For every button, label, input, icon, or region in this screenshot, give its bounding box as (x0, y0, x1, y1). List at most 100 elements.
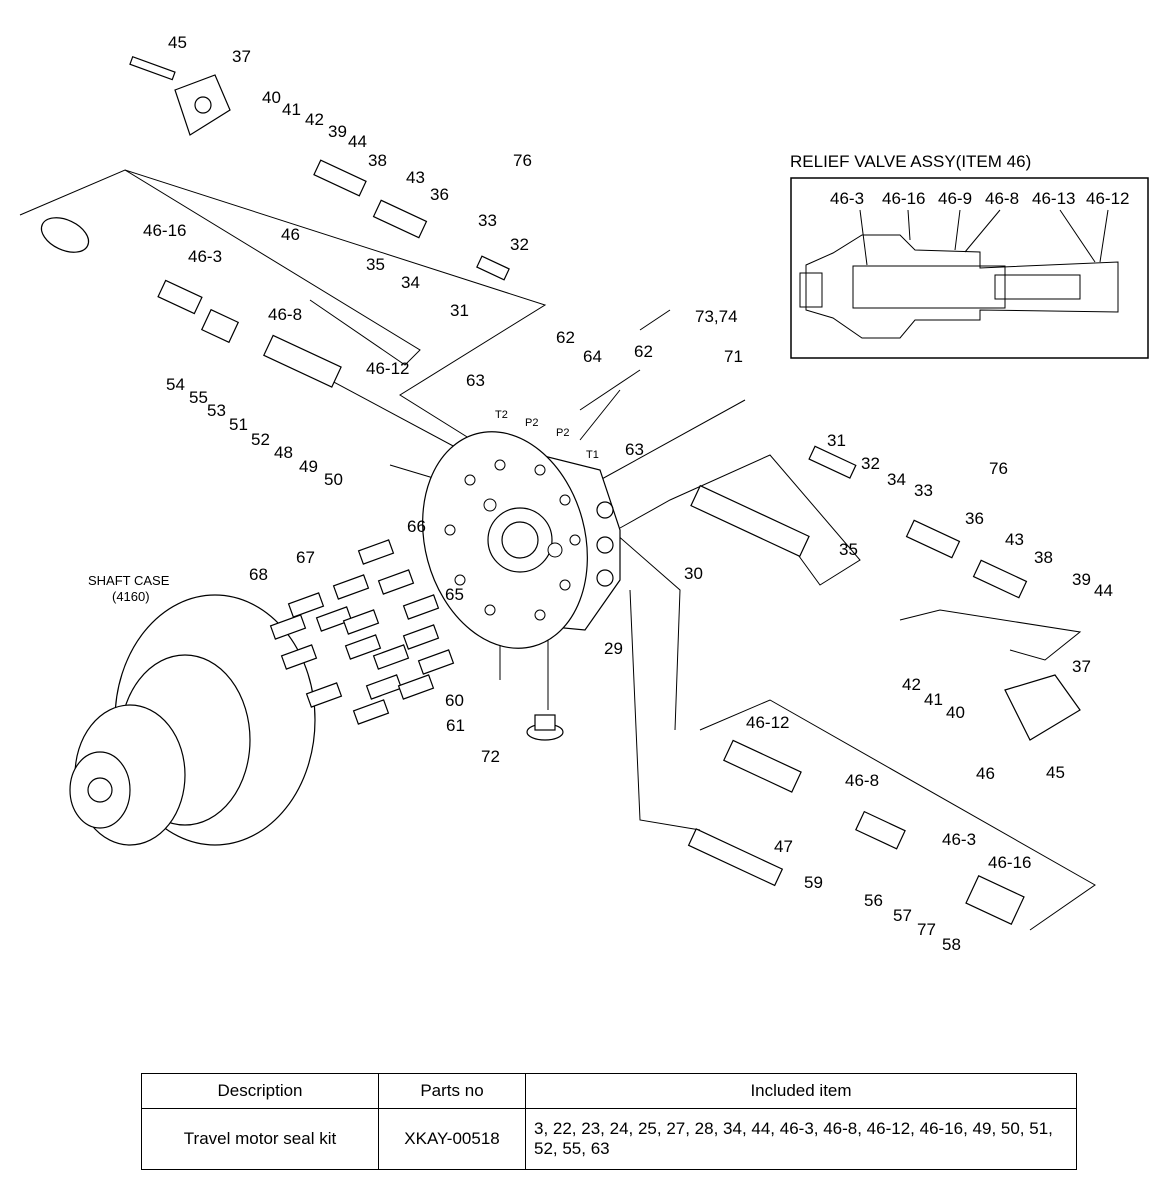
part-label: 40 (946, 703, 965, 722)
part-label: 46 (976, 764, 995, 783)
inset-title: RELIEF VALVE ASSY(ITEM 46) (790, 152, 1031, 171)
table-header-row: Description Parts no Included item (141, 1073, 1077, 1109)
part-label: 41 (924, 690, 943, 709)
part-label: 47 (774, 837, 793, 856)
part-label: 36 (965, 509, 984, 528)
inset-label: 46-16 (882, 189, 925, 208)
piston-springs (269, 539, 455, 725)
inset-label: 46-13 (1032, 189, 1075, 208)
part-label: 31 (450, 301, 469, 320)
part-label: 59 (804, 873, 823, 892)
inset-label: 46-3 (830, 189, 864, 208)
part-label: 43 (406, 168, 425, 187)
part-label: 32 (510, 235, 529, 254)
part-label: 62 (634, 342, 653, 361)
part-label: 50 (324, 470, 343, 489)
part-label: 49 (299, 457, 318, 476)
part-label: 71 (724, 347, 743, 366)
part-label: 46-8 (845, 771, 879, 790)
part-label: 45 (168, 33, 187, 52)
part-label: 67 (296, 548, 315, 567)
part-label: 39 (328, 122, 347, 141)
part-label: 35 (839, 540, 858, 559)
part-label: 76 (989, 459, 1008, 478)
part-label: 34 (887, 470, 906, 489)
part-label: 64 (583, 347, 602, 366)
part-label: 42 (305, 110, 324, 129)
part-label: 73,74 (695, 307, 738, 326)
part-label: 38 (1034, 548, 1053, 567)
part-label: 44 (1094, 581, 1113, 600)
part-label: 39 (1072, 570, 1091, 589)
part-label: 46 (281, 225, 300, 244)
leader-lines (19, 169, 1096, 931)
part-label: 33 (478, 211, 497, 230)
part-label: 36 (430, 185, 449, 204)
part-label: 61 (446, 716, 465, 735)
part-label: 77 (917, 920, 936, 939)
part-label: 72 (481, 747, 500, 766)
header-description: Description (141, 1073, 379, 1109)
part-label: 48 (274, 443, 293, 462)
cell-included-item: 3, 22, 23, 24, 25, 27, 28, 34, 44, 46-3,… (525, 1108, 1077, 1170)
part-label: 40 (262, 88, 281, 107)
part-label: 33 (914, 481, 933, 500)
part-label: 57 (893, 906, 912, 925)
shaft-case (69, 594, 316, 846)
part-label: 62 (556, 328, 575, 347)
seal-kit-table: Description Parts no Included item Trave… (141, 1073, 1077, 1170)
part-label: 45 (1046, 763, 1065, 782)
part-label: 34 (401, 273, 420, 292)
part-label: 58 (942, 935, 961, 954)
part-label: 54 (166, 375, 185, 394)
part-label: 76 (513, 151, 532, 170)
motor-valve-body (422, 431, 621, 649)
part-label: 46-12 (366, 359, 409, 378)
cell-description: Travel motor seal kit (141, 1108, 379, 1170)
part-labels: 45 37 40 41 42 39 44 38 43 36 33 32 35 3… (88, 33, 1113, 954)
part-label: 46-16 (988, 853, 1031, 872)
inset-label: 46-8 (985, 189, 1019, 208)
part-label: 32 (861, 454, 880, 473)
shaft-case-label: SHAFT CASE (88, 573, 170, 588)
port-label: T1 (586, 449, 599, 461)
part-label: 65 (445, 585, 464, 604)
part-label: 37 (232, 47, 251, 66)
part-label: 55 (189, 388, 208, 407)
part-label: 63 (625, 440, 644, 459)
cell-parts-no: XKAY-00518 (378, 1108, 526, 1170)
part-label: 44 (348, 132, 367, 151)
part-label: 63 (466, 371, 485, 390)
part-label: 30 (684, 564, 703, 583)
part-label: 38 (368, 151, 387, 170)
part-label: 56 (864, 891, 883, 910)
port-label: T2 (495, 409, 508, 421)
part-label: 68 (249, 565, 268, 584)
part-label: 46-3 (942, 830, 976, 849)
component-parts (40, 55, 1081, 925)
inset-label: 46-12 (1086, 189, 1129, 208)
relief-valve-inset: RELIEF VALVE ASSY(ITEM 46) 46-3 46-16 46… (790, 152, 1149, 359)
part-label: 37 (1072, 657, 1091, 676)
part-label: 60 (445, 691, 464, 710)
part-label: 42 (902, 675, 921, 694)
port-label: P2 (525, 417, 538, 429)
part-label: 53 (207, 401, 226, 420)
part-label: 43 (1005, 530, 1024, 549)
part-label: 51 (229, 415, 248, 434)
part-label: 31 (827, 431, 846, 450)
part-label: 41 (282, 100, 301, 119)
part-label: 46-3 (188, 247, 222, 266)
part-label: 35 (366, 255, 385, 274)
part-label: 52 (251, 430, 270, 449)
inset-label: 46-9 (938, 189, 972, 208)
header-included-item: Included item (525, 1073, 1077, 1109)
part-label: 66 (407, 517, 426, 536)
part-label: 46-16 (143, 221, 186, 240)
table-row: Travel motor seal kit XKAY-00518 3, 22, … (141, 1108, 1077, 1170)
part-label: 46-12 (746, 713, 789, 732)
part-label: 29 (604, 639, 623, 658)
part-label: 46-8 (268, 305, 302, 324)
exploded-parts-diagram: 45 37 40 41 42 39 44 38 43 36 33 32 35 3… (19, 33, 1149, 954)
header-parts-no: Parts no (378, 1073, 526, 1109)
